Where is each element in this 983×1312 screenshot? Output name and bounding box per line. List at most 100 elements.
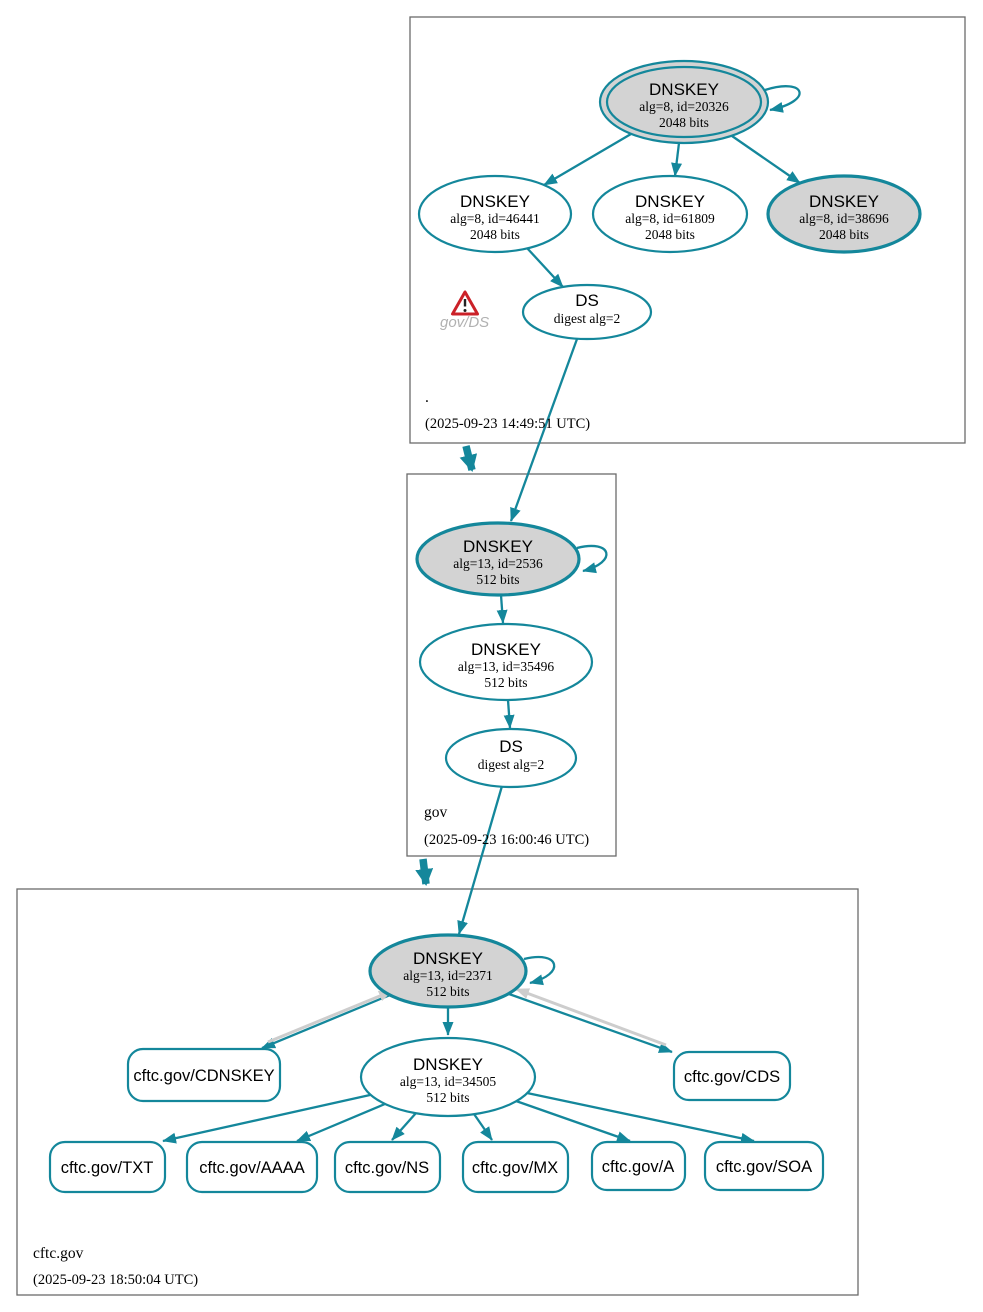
edge-gov-ds-to-cftc-ksk <box>457 785 504 935</box>
root-zsk-38696-bits: 2048 bits <box>819 227 869 242</box>
root-ksk-node[interactable]: DNSKEY alg=8, id=20326 2048 bits <box>598 59 770 145</box>
cftc-zsk-bits: 512 bits <box>426 1090 469 1105</box>
cftc-zsk-ellipse[interactable] <box>359 1036 537 1118</box>
cftc-cdnskey-rect[interactable] <box>126 1047 282 1103</box>
root-zsk-46441-bits: 2048 bits <box>470 227 520 242</box>
root-ksk-self-sign-loop <box>764 85 801 113</box>
gov-ksk-title: DNSKEY <box>463 537 533 556</box>
root-ksk-title: DNSKEY <box>649 80 719 99</box>
root-zsk-61809-ellipse[interactable] <box>591 174 749 254</box>
cftc-a-rect[interactable] <box>590 1140 687 1192</box>
cftc-cds-node[interactable]: cftc.gov/CDS <box>672 1050 792 1102</box>
zone-timestamp-root: (2025-09-23 14:49:51 UTC) <box>425 416 590 432</box>
root-zsk-61809-bits: 2048 bits <box>645 227 695 242</box>
cftc-ksk-node[interactable]: DNSKEY alg=13, id=2371 512 bits <box>368 933 528 1009</box>
cftc-soa-label: cftc.gov/SOA <box>716 1158 812 1176</box>
cftc-aaaa-rect[interactable] <box>185 1140 319 1194</box>
cftc-soa-rect[interactable] <box>703 1140 825 1192</box>
root-zsk-38696-detail: alg=8, id=38696 <box>799 211 889 226</box>
cftc-aaaa-rrset-node[interactable]: cftc.gov/AAAA <box>185 1140 319 1194</box>
cftc-ns-label: cftc.gov/NS <box>345 1159 429 1177</box>
cftc-mx-rect[interactable] <box>461 1140 570 1194</box>
root-ds-node[interactable]: DS digest alg=2 <box>521 283 653 341</box>
cftc-cds-rect[interactable] <box>672 1050 792 1102</box>
warning-label: gov/DS <box>440 314 489 331</box>
edge-cftc-zsk-to-mx <box>473 1113 493 1141</box>
edge-cftc-zsk-to-txt <box>162 1093 371 1144</box>
cftc-ksk-self-sign-loop <box>523 956 556 986</box>
root-zsk-61809-node[interactable]: DNSKEY alg=8, id=61809 2048 bits <box>591 174 749 254</box>
gov-ksk-node[interactable]: DNSKEY alg=13, id=2536 512 bits <box>415 521 581 597</box>
edge-root-ksk-to-zsk-46441 <box>543 133 632 186</box>
edge-zsk-46441-to-ds <box>526 247 564 288</box>
root-ds-detail: digest alg=2 <box>554 311 620 326</box>
cftc-soa-rrset-node[interactable]: cftc.gov/SOA <box>703 1140 825 1192</box>
cftc-ksk-bits: 512 bits <box>426 984 469 999</box>
gov-zsk-ellipse[interactable] <box>418 622 594 702</box>
cftc-aaaa-label: cftc.gov/AAAA <box>199 1159 304 1177</box>
cftc-txt-label: cftc.gov/TXT <box>61 1159 154 1177</box>
gov-zsk-node[interactable]: DNSKEY alg=13, id=35496 512 bits <box>418 622 594 702</box>
root-zsk-61809-detail: alg=8, id=61809 <box>625 211 715 226</box>
root-ksk-detail: alg=8, id=20326 <box>639 99 729 114</box>
gov-ds-warning[interactable]: gov/DS <box>440 290 489 331</box>
root-ds-ellipse[interactable] <box>521 283 653 341</box>
cftc-ksk-ellipse[interactable] <box>368 933 528 1009</box>
cftc-ns-rect[interactable] <box>333 1140 442 1194</box>
edge-cftc-zsk-to-aaaa <box>296 1102 386 1143</box>
edge-root-ds-to-gov-ksk <box>509 338 579 522</box>
gov-ds-ellipse[interactable] <box>444 727 578 789</box>
edge-gov-ksk-to-zsk <box>496 594 508 624</box>
cftc-ns-rrset-node[interactable]: cftc.gov/NS <box>333 1140 442 1194</box>
root-zsk-38696-title: DNSKEY <box>809 192 879 211</box>
gov-ds-node[interactable]: DS digest alg=2 <box>444 727 578 789</box>
root-ksk-bits: 2048 bits <box>659 115 709 130</box>
cftc-cdnskey-node[interactable]: cftc.gov/CDNSKEY <box>126 1047 282 1103</box>
cftc-ksk-detail: alg=13, id=2371 <box>403 968 492 983</box>
edge-root-ksk-to-zsk-61809 <box>671 142 683 177</box>
root-zsk-38696-ellipse[interactable] <box>766 174 922 254</box>
zone-label-cftc-gov: cftc.gov <box>33 1245 84 1262</box>
root-zsk-46441-title: DNSKEY <box>460 192 530 211</box>
root-ksk-outer-ellipse[interactable] <box>598 59 770 145</box>
gov-zsk-bits: 512 bits <box>484 675 527 690</box>
root-ds-title: DS <box>575 291 599 310</box>
zone-label-root: . <box>425 389 429 406</box>
gov-ds-detail: digest alg=2 <box>478 757 544 772</box>
edge-gov-zsk-to-ds <box>503 699 515 729</box>
delegation-arrow-root-to-gov <box>459 445 478 472</box>
cftc-cds-label: cftc.gov/CDS <box>684 1068 780 1086</box>
gov-ksk-self-sign-loop <box>576 544 608 574</box>
root-zsk-46441-ellipse[interactable] <box>417 174 573 254</box>
edge-cftc-zsk-to-a <box>515 1099 631 1143</box>
root-zsk-61809-title: DNSKEY <box>635 192 705 211</box>
cftc-mx-rrset-node[interactable]: cftc.gov/MX <box>461 1140 570 1194</box>
zone-timestamp-cftc-gov: (2025-09-23 18:50:04 UTC) <box>33 1272 198 1288</box>
root-zsk-46441-node[interactable]: DNSKEY alg=8, id=46441 2048 bits <box>417 174 573 254</box>
edge-cds-to-cftc-ksk-gray <box>515 987 667 1047</box>
gov-ksk-ellipse[interactable] <box>415 521 581 597</box>
cftc-zsk-title: DNSKEY <box>413 1055 483 1074</box>
root-zsk-46441-detail: alg=8, id=46441 <box>450 211 539 226</box>
edge-cftc-ksk-to-cds <box>508 992 673 1054</box>
delegation-arrow-gov-to-cftc <box>415 858 434 886</box>
edge-cftc-ksk-to-cdnskey <box>261 993 391 1050</box>
edge-cdnskey-to-cftc-ksk-gray <box>267 989 393 1044</box>
cftc-txt-rrset-node[interactable]: cftc.gov/TXT <box>48 1140 167 1194</box>
cftc-zsk-node[interactable]: DNSKEY alg=13, id=34505 512 bits <box>359 1036 537 1118</box>
cftc-a-rrset-node[interactable]: cftc.gov/A <box>590 1140 687 1192</box>
root-zsk-38696-node[interactable]: DNSKEY alg=8, id=38696 2048 bits <box>766 174 922 254</box>
warning-exclamation-dot <box>463 309 467 312</box>
cftc-txt-rect[interactable] <box>48 1140 167 1194</box>
cftc-zsk-detail: alg=13, id=34505 <box>400 1074 496 1089</box>
edge-cftc-zsk-to-ns <box>391 1112 417 1141</box>
root-ksk-inner-ellipse <box>605 65 763 139</box>
zone-timestamp-gov: (2025-09-23 16:00:46 UTC) <box>424 832 589 848</box>
cftc-a-label: cftc.gov/A <box>602 1158 674 1176</box>
edge-cftc-zsk-to-soa <box>526 1091 755 1144</box>
gov-ksk-detail: alg=13, id=2536 <box>453 556 543 571</box>
gov-ksk-bits: 512 bits <box>476 572 519 587</box>
gov-zsk-title: DNSKEY <box>471 640 541 659</box>
